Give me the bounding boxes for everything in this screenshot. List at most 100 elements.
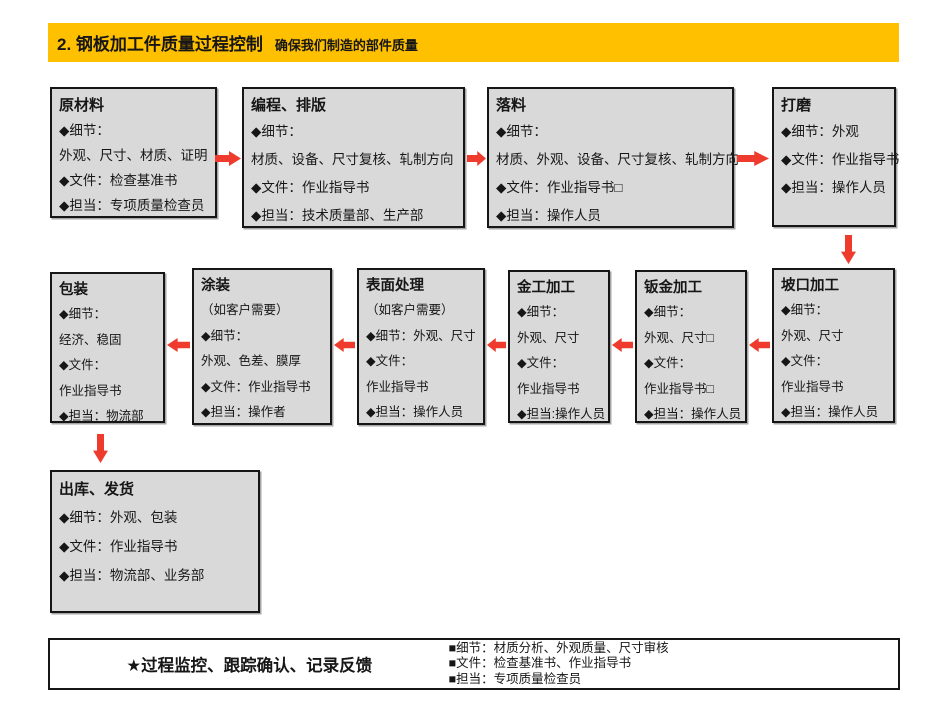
slide-header: 2. 钢板加工件质量过程控制 确保我们制造的部件质量 (48, 23, 899, 62)
text-line: ■担当：专项质量检查员 (448, 671, 582, 686)
text-line: ◆担当：操作者 (201, 405, 286, 419)
text-line: ■细节：材质分析、外观质量、尺寸审核 (448, 640, 669, 655)
text-line: ◆文件：作业指导书 (201, 379, 311, 394)
right-arrow-icon (737, 150, 769, 167)
footer-detail-lines: ■细节：材质分析、外观质量、尺寸审核■文件：检查基准书、作业指导书■担当：专项质… (449, 640, 898, 688)
process-box-lines: （如客户需要） ◆细节：外观、尺寸 ◆文件： 作业指导书 ◆担当：操作人员 (366, 298, 476, 426)
text-line: ◆文件： (517, 356, 565, 370)
text-line: ◆担当：操作人员 (781, 405, 879, 419)
process-box-title: 编程、排版 (251, 97, 327, 114)
text-line: ◆担当：操作人员 (366, 405, 464, 419)
text-line: ◆文件：作业指导书□ (496, 180, 623, 195)
process-monitoring-panel: ★过程监控、跟踪确认、记录反馈 ■细节：材质分析、外观质量、尺寸审核■文件：检查… (48, 638, 900, 690)
process-box-surface-treatment: 表面处理 （如客户需要） ◆细节：外观、尺寸 ◆文件： 作业指导书 ◆担当：操作人员 (357, 268, 485, 425)
process-box-bevel-machining: 坡口加工 ◆细节： 外观、尺寸 ◆文件： 作业指导书 ◆担当：操作人员 (772, 268, 895, 423)
process-box-raw-material: 原材料 ◆细节： 外观、尺寸、材质、证明 ◆文件：检查基准书 ◆担当：专项质量检查员 (50, 87, 217, 218)
text-line: ◆担当：专项质量检查员 (59, 198, 205, 213)
process-box-lines: ◆细节：外观 ◆文件：作业指导书 ◆担当：操作人员 (781, 118, 900, 202)
text-line: ◆细节： (644, 305, 692, 319)
process-box-title: 表面处理 (366, 278, 424, 294)
text-line: （如客户需要） (366, 303, 454, 317)
text-line: 作业指导书 (59, 383, 122, 398)
text-line: ◆细节：外观、包装 (59, 510, 178, 525)
text-line: ◆文件：作业指导书 (59, 539, 178, 554)
text-line: ◆担当:操作人员 (517, 407, 606, 421)
process-box-lines: ◆细节： 外观、尺寸 ◆文件： 作业指导书 ◆担当:操作人员 (517, 300, 606, 428)
text-line: ◆担当：物流部、业务部 (59, 568, 205, 583)
process-box-lines: ◆细节： 材质、设备、尺寸复核、轧制方向 ◆文件：作业指导书 ◆担当：技术质量部、生产… (251, 118, 456, 230)
process-box-title: 落料 (496, 97, 527, 114)
left-arrow-icon (749, 337, 770, 353)
left-arrow-icon (612, 337, 633, 353)
process-box-painting: 涂装 （如客户需要） ◆细节： 外观、色差、膜厚 ◆文件：作业指导书 ◆担当：操作者 (192, 268, 332, 425)
text-line: ◆担当：操作人员 (644, 407, 742, 421)
text-line: （如客户需要） (201, 303, 289, 317)
text-line: ◆文件： (644, 356, 692, 370)
text-line: 材质、外观、设备、尺寸复核、轧制方向 (496, 152, 739, 167)
process-box-title: 打磨 (781, 97, 812, 114)
text-line: ◆文件：作业指导书 (251, 180, 370, 195)
text-line: 外观、尺寸□ (644, 330, 715, 345)
process-box-title: 钣金加工 (644, 280, 702, 296)
process-box-lines: ◆细节： 外观、尺寸 ◆文件： 作业指导书 ◆担当：操作人员 (781, 298, 886, 426)
process-box-lines: ◆细节： 外观、尺寸□ ◆文件： 作业指导书□ ◆担当：操作人员 (644, 300, 742, 428)
text-line: ◆担当：物流部 (59, 409, 144, 423)
process-box-metalworking: 金工加工 ◆细节： 外观、尺寸 ◆文件： 作业指导书 ◆担当:操作人员 (508, 270, 610, 423)
footer-title-area: ★过程监控、跟踪确认、记录反馈 (50, 640, 449, 688)
process-box-title: 涂装 (201, 278, 230, 294)
text-line: ◆细节：外观 (781, 124, 859, 139)
text-line: ◆细节： (59, 123, 110, 138)
process-box-title: 出库、发货 (59, 481, 135, 498)
process-box-blanking: 落料 ◆细节： 材质、外观、设备、尺寸复核、轧制方向 ◆文件：作业指导书□ ◆担当：操… (487, 87, 739, 230)
text-line: ◆文件：作业指导书 (781, 152, 900, 167)
process-box-title: 原材料 (59, 97, 105, 114)
text-line: ◆细节： (517, 305, 565, 319)
text-line: ◆文件： (781, 354, 829, 368)
left-arrow-icon (334, 337, 355, 353)
page-title: 2. 钢板加工件质量过程控制 (57, 35, 263, 54)
text-line: 作业指导书□ (644, 381, 715, 396)
process-box-grinding: 打磨 ◆细节：外观 ◆文件：作业指导书 ◆担当：操作人员 (772, 87, 900, 227)
down-arrow-icon (93, 434, 108, 463)
text-line: ◆细节： (251, 124, 302, 139)
text-line: 经济、稳固 (59, 332, 122, 347)
left-arrow-icon (487, 337, 506, 353)
text-line: ■文件：检查基准书、作业指导书 (448, 656, 632, 671)
right-arrow-icon (215, 150, 241, 167)
right-arrow-icon (467, 150, 486, 167)
text-line: ◆文件：检查基准书 (59, 173, 178, 188)
text-line: 材质、设备、尺寸复核、轧制方向 (251, 152, 454, 167)
process-box-title: 包装 (59, 282, 88, 298)
process-box-programming-layout: 编程、排版 ◆细节： 材质、设备、尺寸复核、轧制方向 ◆文件：作业指导书 ◆担当：技术… (242, 87, 465, 228)
process-box-title: 金工加工 (517, 280, 575, 296)
text-line: ◆细节：外观、尺寸 (366, 328, 476, 343)
footer-title: ★过程监控、跟踪确认、记录反馈 (126, 657, 373, 675)
down-arrow-icon (841, 235, 856, 264)
text-line: 外观、尺寸 (517, 330, 580, 345)
process-box-lines: ◆细节： 材质、外观、设备、尺寸复核、轧制方向 ◆文件：作业指导书□ ◆担当：操作人员 (496, 118, 739, 230)
process-box-lines: ◆细节： 外观、尺寸、材质、证明 ◆文件：检查基准书 ◆担当：专项质量检查员 (59, 118, 208, 218)
text-line: 外观、尺寸、材质、证明 (59, 148, 208, 163)
process-box-lines: （如客户需要） ◆细节： 外观、色差、膜厚 ◆文件：作业指导书 ◆担当：操作者 (201, 298, 323, 426)
text-line: ◆文件： (59, 358, 107, 372)
text-line: ◆担当：操作人员 (781, 180, 886, 195)
text-line: ◆细节： (496, 124, 547, 139)
text-line: ◆细节： (59, 307, 107, 321)
text-line: 外观、尺寸 (781, 328, 844, 343)
text-line: 作业指导书 (517, 381, 580, 396)
process-box-sheet-metal: 钣金加工 ◆细节： 外观、尺寸□ ◆文件： 作业指导书□ ◆担当：操作人员 (635, 270, 747, 423)
text-line: ◆担当：技术质量部、生产部 (251, 208, 424, 223)
text-line: 作业指导书 (366, 379, 429, 394)
text-line: 作业指导书 (781, 379, 844, 394)
page-subtitle: 确保我们制造的部件质量 (274, 37, 418, 53)
text-line: ◆文件： (366, 354, 414, 368)
text-line: ◆细节： (201, 328, 249, 343)
process-box-title: 坡口加工 (781, 278, 839, 294)
text-line: ◆担当：操作人员 (496, 208, 601, 223)
process-box-lines: ◆细节：外观、包装 ◆文件：作业指导书 ◆担当：物流部、业务部 (59, 503, 251, 590)
process-box-lines: ◆细节： 经济、稳固 ◆文件： 作业指导书 ◆担当：物流部 (59, 302, 156, 430)
process-box-shipping: 出库、发货 ◆细节：外观、包装 ◆文件：作业指导书 ◆担当：物流部、业务部 (50, 470, 260, 613)
text-line: ◆细节： (781, 303, 829, 317)
text-line: 外观、色差、膜厚 (201, 354, 302, 368)
